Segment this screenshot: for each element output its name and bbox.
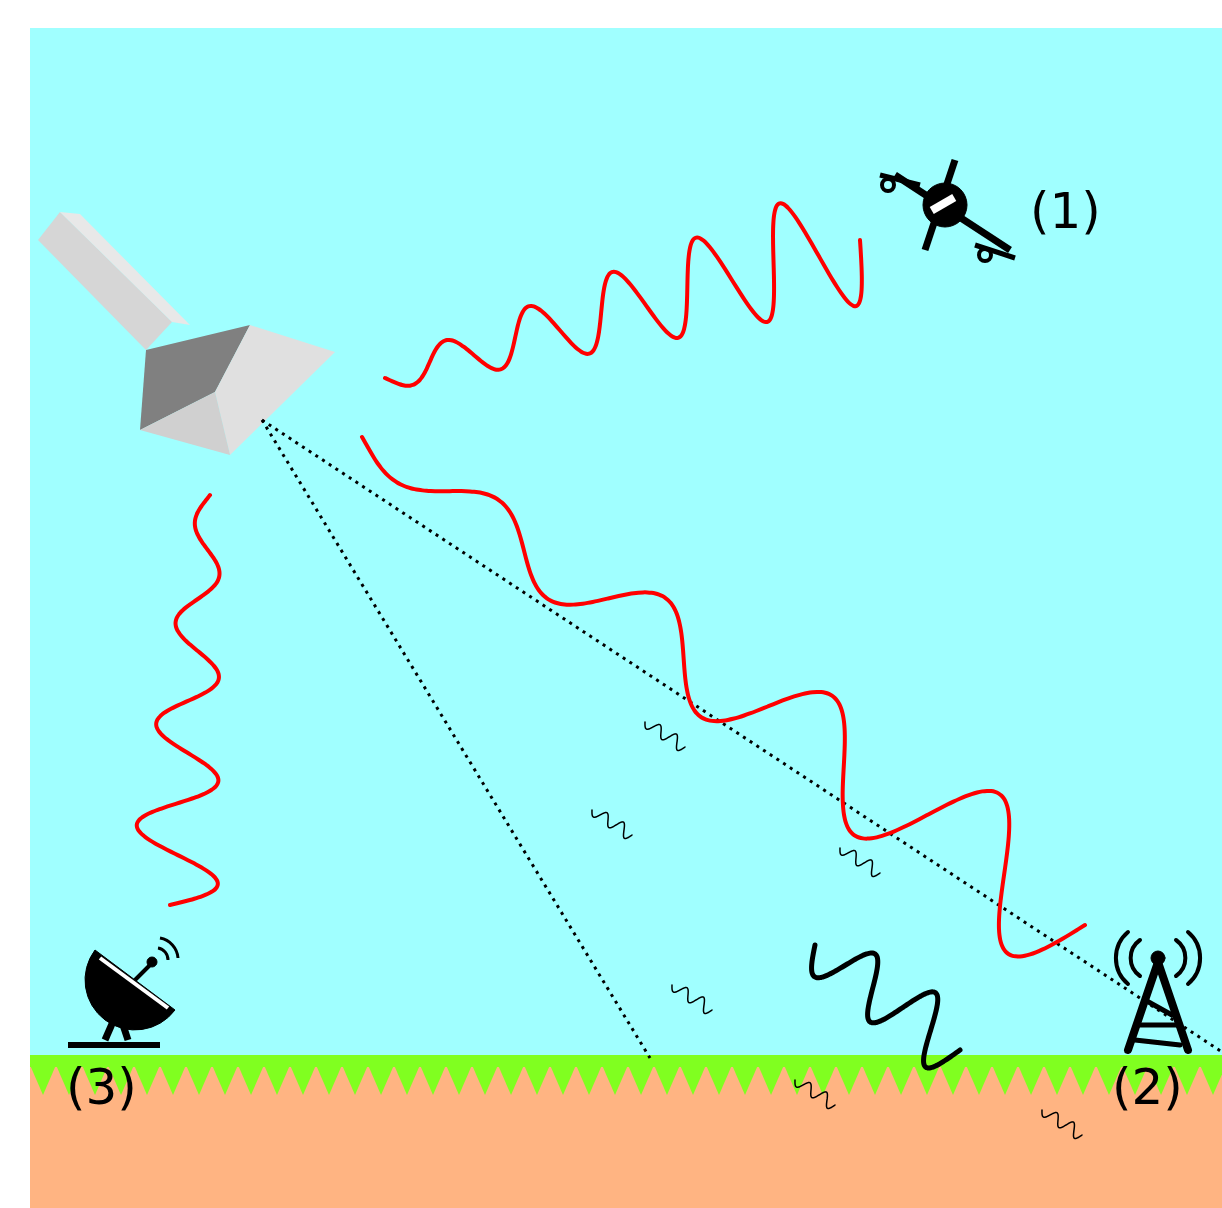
drone-icon <box>880 160 1015 261</box>
wave <box>137 495 220 905</box>
grass-tooth <box>238 1065 264 1095</box>
grass-tooth <box>212 1065 238 1095</box>
callout-number: (3) <box>66 1062 137 1112</box>
grass-teeth <box>30 1065 1222 1095</box>
grass-tooth <box>394 1065 420 1095</box>
wave <box>385 203 862 385</box>
wave <box>840 848 880 877</box>
grass-tooth <box>134 1065 160 1095</box>
grass-tooth <box>654 1065 680 1095</box>
grass-tooth <box>836 1065 862 1095</box>
grass-tooth <box>966 1065 992 1095</box>
grass-tooth <box>888 1065 914 1095</box>
grass-tooth <box>368 1065 394 1095</box>
grass-tooth <box>680 1065 706 1095</box>
grass-tooth <box>628 1065 654 1095</box>
tower-icon <box>1116 932 1200 1050</box>
callout-number: (1) <box>1030 186 1101 236</box>
horn-antenna <box>38 212 335 455</box>
grass-tooth <box>30 1065 56 1095</box>
callout-number: (2) <box>1112 1062 1183 1112</box>
grass-tooth <box>1044 1065 1070 1095</box>
grass-tooth <box>940 1065 966 1095</box>
wave <box>645 722 685 751</box>
grass-tooth <box>1070 1065 1096 1095</box>
grass-tooth <box>758 1065 784 1095</box>
wave <box>672 985 712 1014</box>
grass-tooth <box>1018 1065 1044 1095</box>
grass-tooth <box>576 1065 602 1095</box>
grass-tooth <box>706 1065 732 1095</box>
grass-tooth <box>862 1065 888 1095</box>
grass-tooth <box>732 1065 758 1095</box>
signal-waves <box>137 203 1085 1138</box>
grass-tooth <box>160 1065 186 1095</box>
grass-tooth <box>264 1065 290 1095</box>
grass-tooth <box>472 1065 498 1095</box>
wave <box>592 810 632 839</box>
grass-tooth <box>446 1065 472 1095</box>
grass-tooth <box>290 1065 316 1095</box>
beam-edge <box>262 420 1222 1052</box>
wave <box>795 1080 835 1109</box>
grass-tooth <box>992 1065 1018 1095</box>
wave <box>1042 1110 1082 1139</box>
grass-tooth <box>602 1065 628 1095</box>
sky-ground <box>30 28 1222 1208</box>
grass-tooth <box>186 1065 212 1095</box>
grass-tooth <box>342 1065 368 1095</box>
grass-tooth <box>550 1065 576 1095</box>
beam-edge <box>262 420 650 1058</box>
grass-tooth <box>524 1065 550 1095</box>
grass-tooth <box>498 1065 524 1095</box>
dish-icon <box>68 938 178 1045</box>
soil <box>30 1060 1222 1208</box>
grass-tooth <box>784 1065 810 1095</box>
grass-tooth <box>420 1065 446 1095</box>
wave <box>812 945 960 1068</box>
grass-tooth <box>1200 1065 1222 1095</box>
grass-tooth <box>316 1065 342 1095</box>
wave <box>362 437 1085 956</box>
grass-tooth <box>810 1065 836 1095</box>
